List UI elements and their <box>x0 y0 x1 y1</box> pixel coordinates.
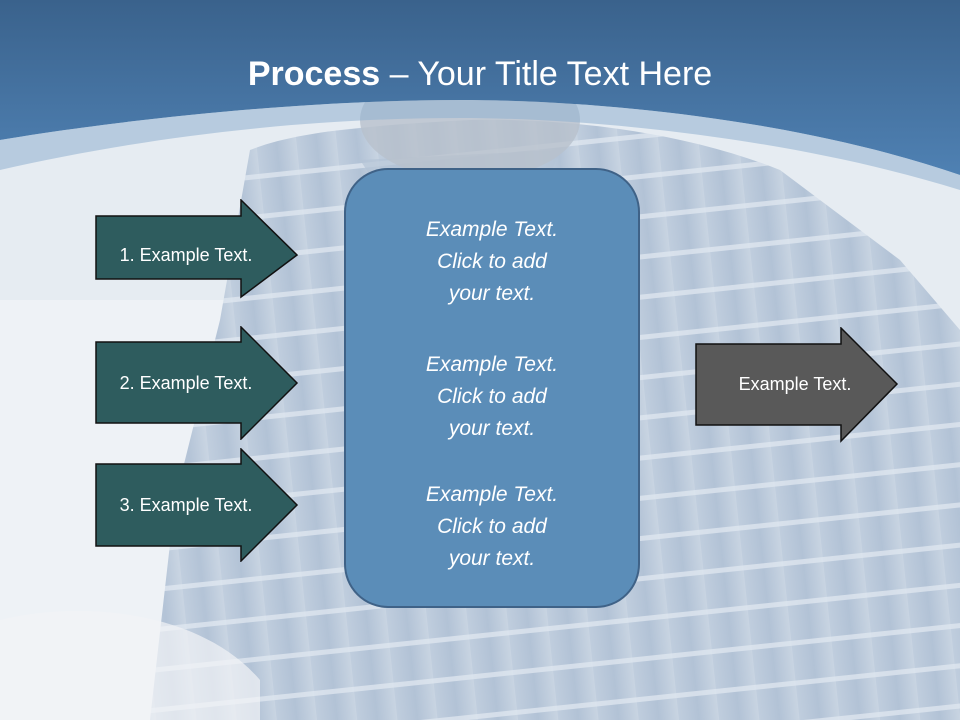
result-arrow[interactable]: Example Text. <box>695 327 899 443</box>
step-arrow-2[interactable]: 2. Example Text. <box>95 326 299 440</box>
center-content-box[interactable]: Example Text. Click to add your text. Ex… <box>344 168 640 608</box>
arrow-right-shape <box>95 326 299 440</box>
arrow-right-shape <box>95 448 299 562</box>
step-arrow-label: 2. Example Text. <box>119 372 253 393</box>
title-bold: Process <box>247 55 381 93</box>
arrow-right-shape <box>95 199 299 299</box>
step-arrow-label: 1. Example Text. <box>119 244 253 265</box>
center-text-line: Example Text. <box>425 353 559 376</box>
title-rest: – Your Title Text Here <box>380 55 713 93</box>
slide-title[interactable]: Process – Your Title Text Here <box>0 52 960 96</box>
step-arrow-label: 3. Example Text. <box>119 494 253 515</box>
step-arrow-3[interactable]: 3. Example Text. <box>95 448 299 562</box>
arrow-right-shape <box>695 327 899 443</box>
center-text-line: Click to add <box>437 250 547 273</box>
result-arrow-label: Example Text. <box>738 373 852 394</box>
center-text-block-1: Example Text. Click to add your text. <box>346 214 638 310</box>
center-text-line: Example Text. <box>425 218 559 241</box>
center-text-line: your text. <box>448 417 536 440</box>
center-text-line: Click to add <box>437 515 547 538</box>
step-arrow-1[interactable]: 1. Example Text. <box>95 199 299 299</box>
center-text-line: Example Text. <box>425 483 559 506</box>
center-text-line: Click to add <box>437 385 547 408</box>
center-text-line: your text. <box>448 282 536 305</box>
center-text-block-2: Example Text. Click to add your text. <box>346 349 638 445</box>
center-text-block-3: Example Text. Click to add your text. <box>346 479 638 575</box>
center-text-line: your text. <box>448 547 536 570</box>
